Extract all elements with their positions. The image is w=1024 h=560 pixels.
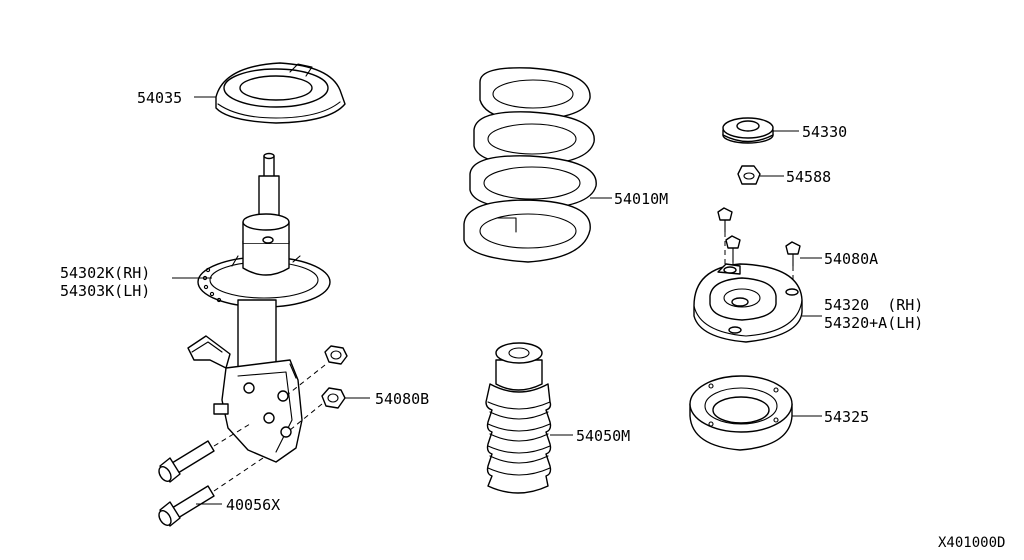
label-54330: 54330 [802,123,847,141]
label-54010m: 54010M [614,190,668,208]
diagram-code: X401000D [938,535,1005,551]
mount-nut-54588 [737,165,761,185]
label-54050m: 54050M [576,427,630,445]
label-54080b: 54080B [375,390,429,408]
label-54320a-lh: 54320+A(LH) [824,314,923,332]
bumper-boot-54050m [485,342,552,494]
bearing-54325 [689,375,793,451]
label-54302k-rh: 54302K(RH) [60,264,150,282]
strut-assembly [187,152,331,463]
coil-spring-54010m [463,67,597,263]
nuts-54080b [321,345,348,409]
label-54588: 54588 [786,168,831,186]
bolts-40056x [158,440,215,527]
strut-mount-54320 [693,263,803,343]
label-54320-rh: 54320 (RH) [824,296,923,314]
label-40056x: 40056X [226,496,280,514]
insulator-54035 [215,62,346,124]
mount-cap-54330 [722,117,774,144]
label-54325: 54325 [824,408,869,426]
bolts-54080a [717,207,801,267]
label-54303k-lh: 54303K(LH) [60,282,150,300]
label-54080a: 54080A [824,250,878,268]
label-54035: 54035 [137,89,182,107]
